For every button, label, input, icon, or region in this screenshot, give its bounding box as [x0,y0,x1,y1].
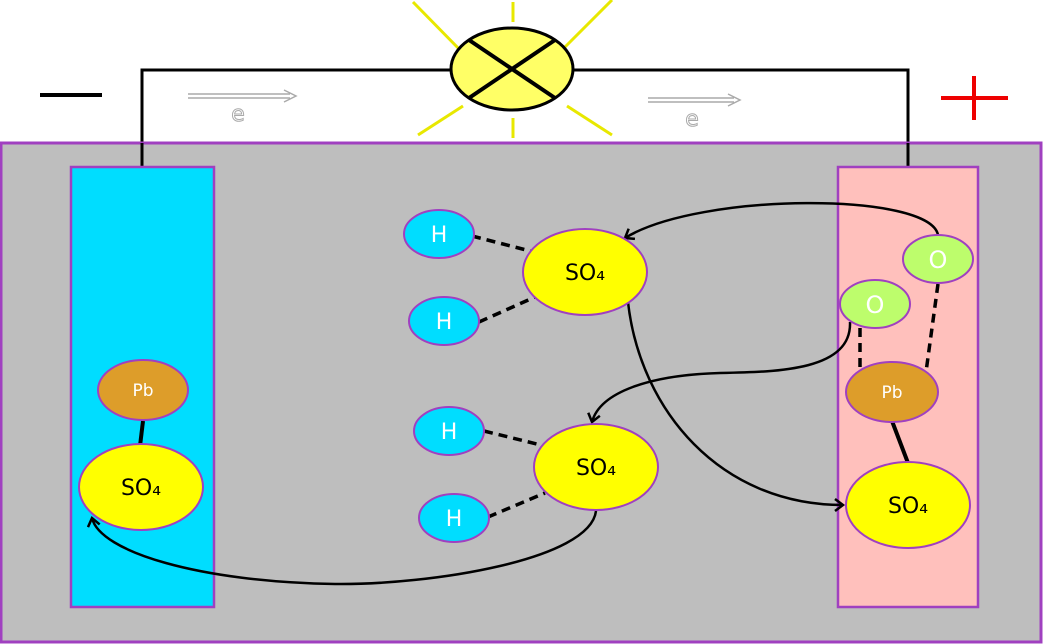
lead-atom: Pb [845,361,939,423]
svg-text:SO₄: SO₄ [565,261,605,286]
oxygen-atom: O [902,234,974,284]
reaction-arrows [86,201,940,586]
svg-text:Pb: Pb [132,381,153,401]
lamp-icon [449,26,575,112]
oxygen-atom: O [839,279,911,329]
hydrogen-atom: H [413,406,485,456]
svg-text:H: H [441,420,458,445]
sulfate-ion: SO₄ [845,461,971,549]
svg-text:H: H [446,507,463,532]
sulfate-ion: SO₄ [522,228,648,316]
svg-text:O: O [866,291,885,319]
svg-text:SO₄: SO₄ [121,476,161,501]
sulfate-ion: SO₄ [78,443,204,531]
svg-text:O: O [929,246,948,274]
dashed-bonds [471,234,940,519]
electron-label-right: e [685,107,699,132]
hydrogen-atom: H [418,493,490,543]
electron-arrow-left [188,89,298,103]
hydrogen-atom: H [403,209,475,259]
sulfate-ion: SO₄ [533,423,659,511]
electron-arrow-right [648,93,742,107]
electron-label-left: e [231,102,245,127]
svg-text:SO₄: SO₄ [576,456,616,481]
lamp-rays [411,0,614,138]
positive-terminal-sign [941,76,1008,120]
hydrogen-atom: H [408,296,480,346]
svg-text:H: H [436,310,453,335]
svg-text:Pb: Pb [881,383,902,403]
lead-atom: Pb [97,359,189,421]
solid-bonds [138,420,910,464]
svg-text:SO₄: SO₄ [888,494,928,519]
svg-text:H: H [431,223,448,248]
